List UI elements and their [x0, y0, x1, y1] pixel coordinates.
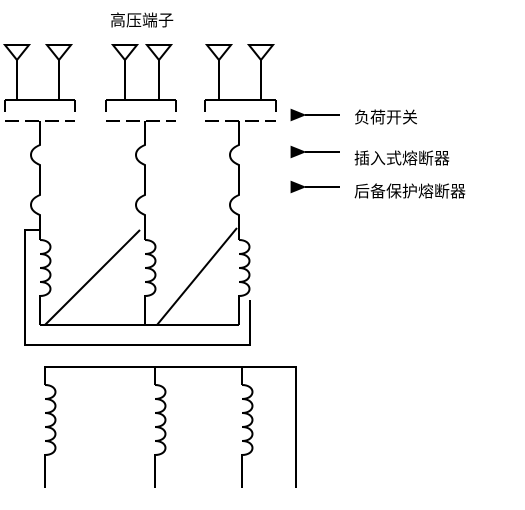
terminal-triangle [204, 44, 234, 62]
terminal-triangle [2, 44, 32, 62]
terminal-triangle [246, 44, 276, 62]
secondary-winding [44, 384, 57, 488]
delta-diagonal [44, 229, 141, 326]
primary-winding [39, 239, 52, 300]
primary-winding [238, 239, 251, 325]
plug-in-fuse-label: 插入式熔断器 [354, 149, 451, 168]
phase-1 [2, 44, 141, 326]
delta-frame [24, 229, 251, 346]
phase-2 [105, 44, 238, 326]
load-switch [105, 99, 177, 122]
phase-3 [204, 44, 277, 325]
plug-in-fuse [135, 121, 146, 240]
terminal-triangle [44, 44, 74, 62]
plug-in-fuse [30, 121, 41, 240]
delta-diagonal [156, 227, 238, 326]
secondary-windings [44, 366, 297, 488]
pointer-arrows [290, 108, 340, 194]
hv-terminal-pair [110, 44, 174, 100]
load-switch-label: 负荷开关 [354, 108, 419, 127]
secondary-winding [154, 384, 167, 488]
plug-in-fuse [229, 121, 240, 240]
hv-terminals-label: 高压端子 [110, 11, 175, 30]
secondary-bus [44, 366, 297, 488]
terminal-triangle [110, 44, 140, 62]
secondary-winding [241, 384, 254, 488]
terminal-triangle [144, 44, 174, 62]
load-switch [204, 99, 277, 122]
primary-winding [144, 239, 157, 300]
load-switch [4, 99, 76, 122]
hv-terminal-pair [204, 44, 276, 100]
backup-fuse-label: 后备保护熔断器 [354, 182, 467, 201]
hv-terminal-pair [2, 44, 74, 100]
